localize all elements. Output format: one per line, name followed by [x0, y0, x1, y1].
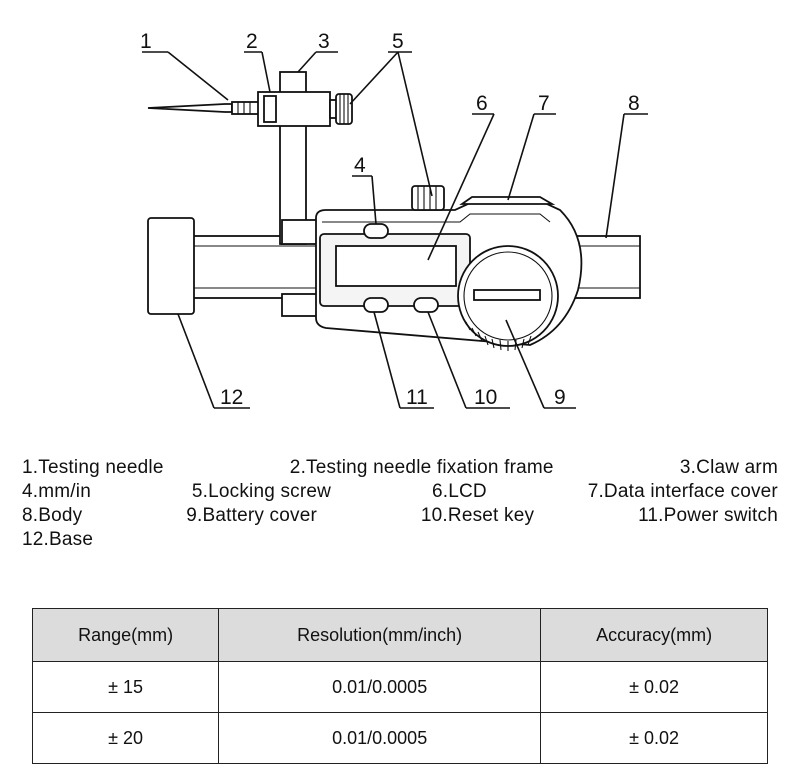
callout-3: 3: [318, 30, 330, 53]
cell-range: ± 20: [31, 712, 220, 764]
legend-item: 5.Locking screw: [191, 481, 332, 502]
table-header-row: Range(mm) Resolution(mm/inch) Accuracy(m…: [31, 608, 768, 662]
header-resolution: Resolution(mm/inch): [218, 608, 542, 662]
locking-screw-side: [329, 93, 353, 125]
legend-item: 10.Reset key: [420, 505, 535, 526]
callout-10: 10: [474, 386, 497, 409]
legend-item: 3.Claw arm: [679, 457, 778, 478]
callout-8: 8: [628, 92, 640, 115]
legend-row: 4.mm/in 5.Locking screw 6.LCD 7.Data int…: [22, 480, 778, 504]
battery-cover: [457, 245, 559, 351]
gauge-diagram: 1 2 3 4 5 6 7 8 9 10 11 12: [140, 30, 648, 409]
callout-11: 11: [406, 386, 428, 409]
leader-lines: [142, 51, 648, 409]
legend-row: 8.Body 9.Battery cover 10.Reset key 11.P…: [22, 504, 778, 528]
legend-row: 1.Testing needle 2.Testing needle fixati…: [22, 456, 778, 480]
legend-row: 12.Base: [22, 528, 778, 552]
base: [147, 217, 195, 315]
reset-key-button: [413, 297, 439, 313]
legend-item: 4.mm/in: [22, 481, 91, 502]
callout-2: 2: [246, 30, 258, 53]
table-row: ± 15 0.01/0.0005 ± 0.02: [31, 661, 768, 713]
legend-item: 2.Testing needle fixation frame: [289, 457, 554, 478]
legend-item: 6.LCD: [431, 481, 487, 502]
legend-item: 9.Battery cover: [186, 505, 318, 526]
callout-12: 12: [220, 386, 243, 409]
cell-accuracy: ± 0.02: [540, 712, 768, 764]
callout-9: 9: [554, 386, 566, 409]
parts-legend: 1.Testing needle 2.Testing needle fixati…: [22, 456, 778, 552]
cell-resolution: 0.01/0.0005: [218, 661, 542, 713]
callout-1: 1: [140, 30, 152, 53]
callout-7: 7: [538, 92, 550, 115]
cell-accuracy: ± 0.02: [540, 661, 768, 713]
locking-screw-top: [411, 185, 445, 211]
data-interface-cover: [459, 196, 556, 205]
header-range: Range(mm): [31, 608, 220, 662]
header-accuracy: Accuracy(mm): [540, 608, 768, 662]
spec-table: Range(mm) Resolution(mm/inch) Accuracy(m…: [31, 608, 768, 764]
legend-item: 7.Data interface cover: [587, 481, 778, 502]
needle-fixation-frame: [257, 91, 331, 127]
testing-needle: [147, 101, 261, 115]
cell-resolution: 0.01/0.0005: [218, 712, 542, 764]
cell-range: ± 15: [31, 661, 220, 713]
callout-5: 5: [392, 30, 404, 53]
callout-4: 4: [354, 154, 366, 177]
legend-item: 8.Body: [22, 505, 83, 526]
table-row: ± 20 0.01/0.0005 ± 0.02: [31, 712, 768, 764]
callout-6: 6: [476, 92, 488, 115]
mm-in-button: [363, 223, 389, 239]
legend-item: 11.Power switch: [638, 505, 778, 526]
legend-item: 1.Testing needle: [22, 457, 164, 478]
legend-item: 12.Base: [22, 529, 94, 550]
power-switch-button: [363, 297, 389, 313]
